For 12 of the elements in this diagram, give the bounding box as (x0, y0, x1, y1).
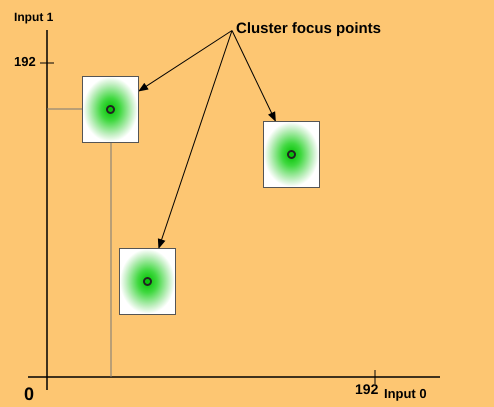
axis-title: Input 1 (14, 10, 54, 24)
tick-label: 0 (24, 384, 34, 405)
gradient-square (82, 76, 139, 143)
tick-label: 192 (355, 381, 378, 397)
axis-title: Input 0 (384, 386, 427, 401)
arrow (138, 30, 232, 92)
callout-label: Cluster focus points (236, 20, 382, 37)
arrow (232, 30, 276, 122)
gradient-square (263, 121, 320, 188)
arrow (158, 30, 232, 249)
tick-label: 192 (14, 54, 36, 69)
gradient-square (119, 248, 176, 315)
